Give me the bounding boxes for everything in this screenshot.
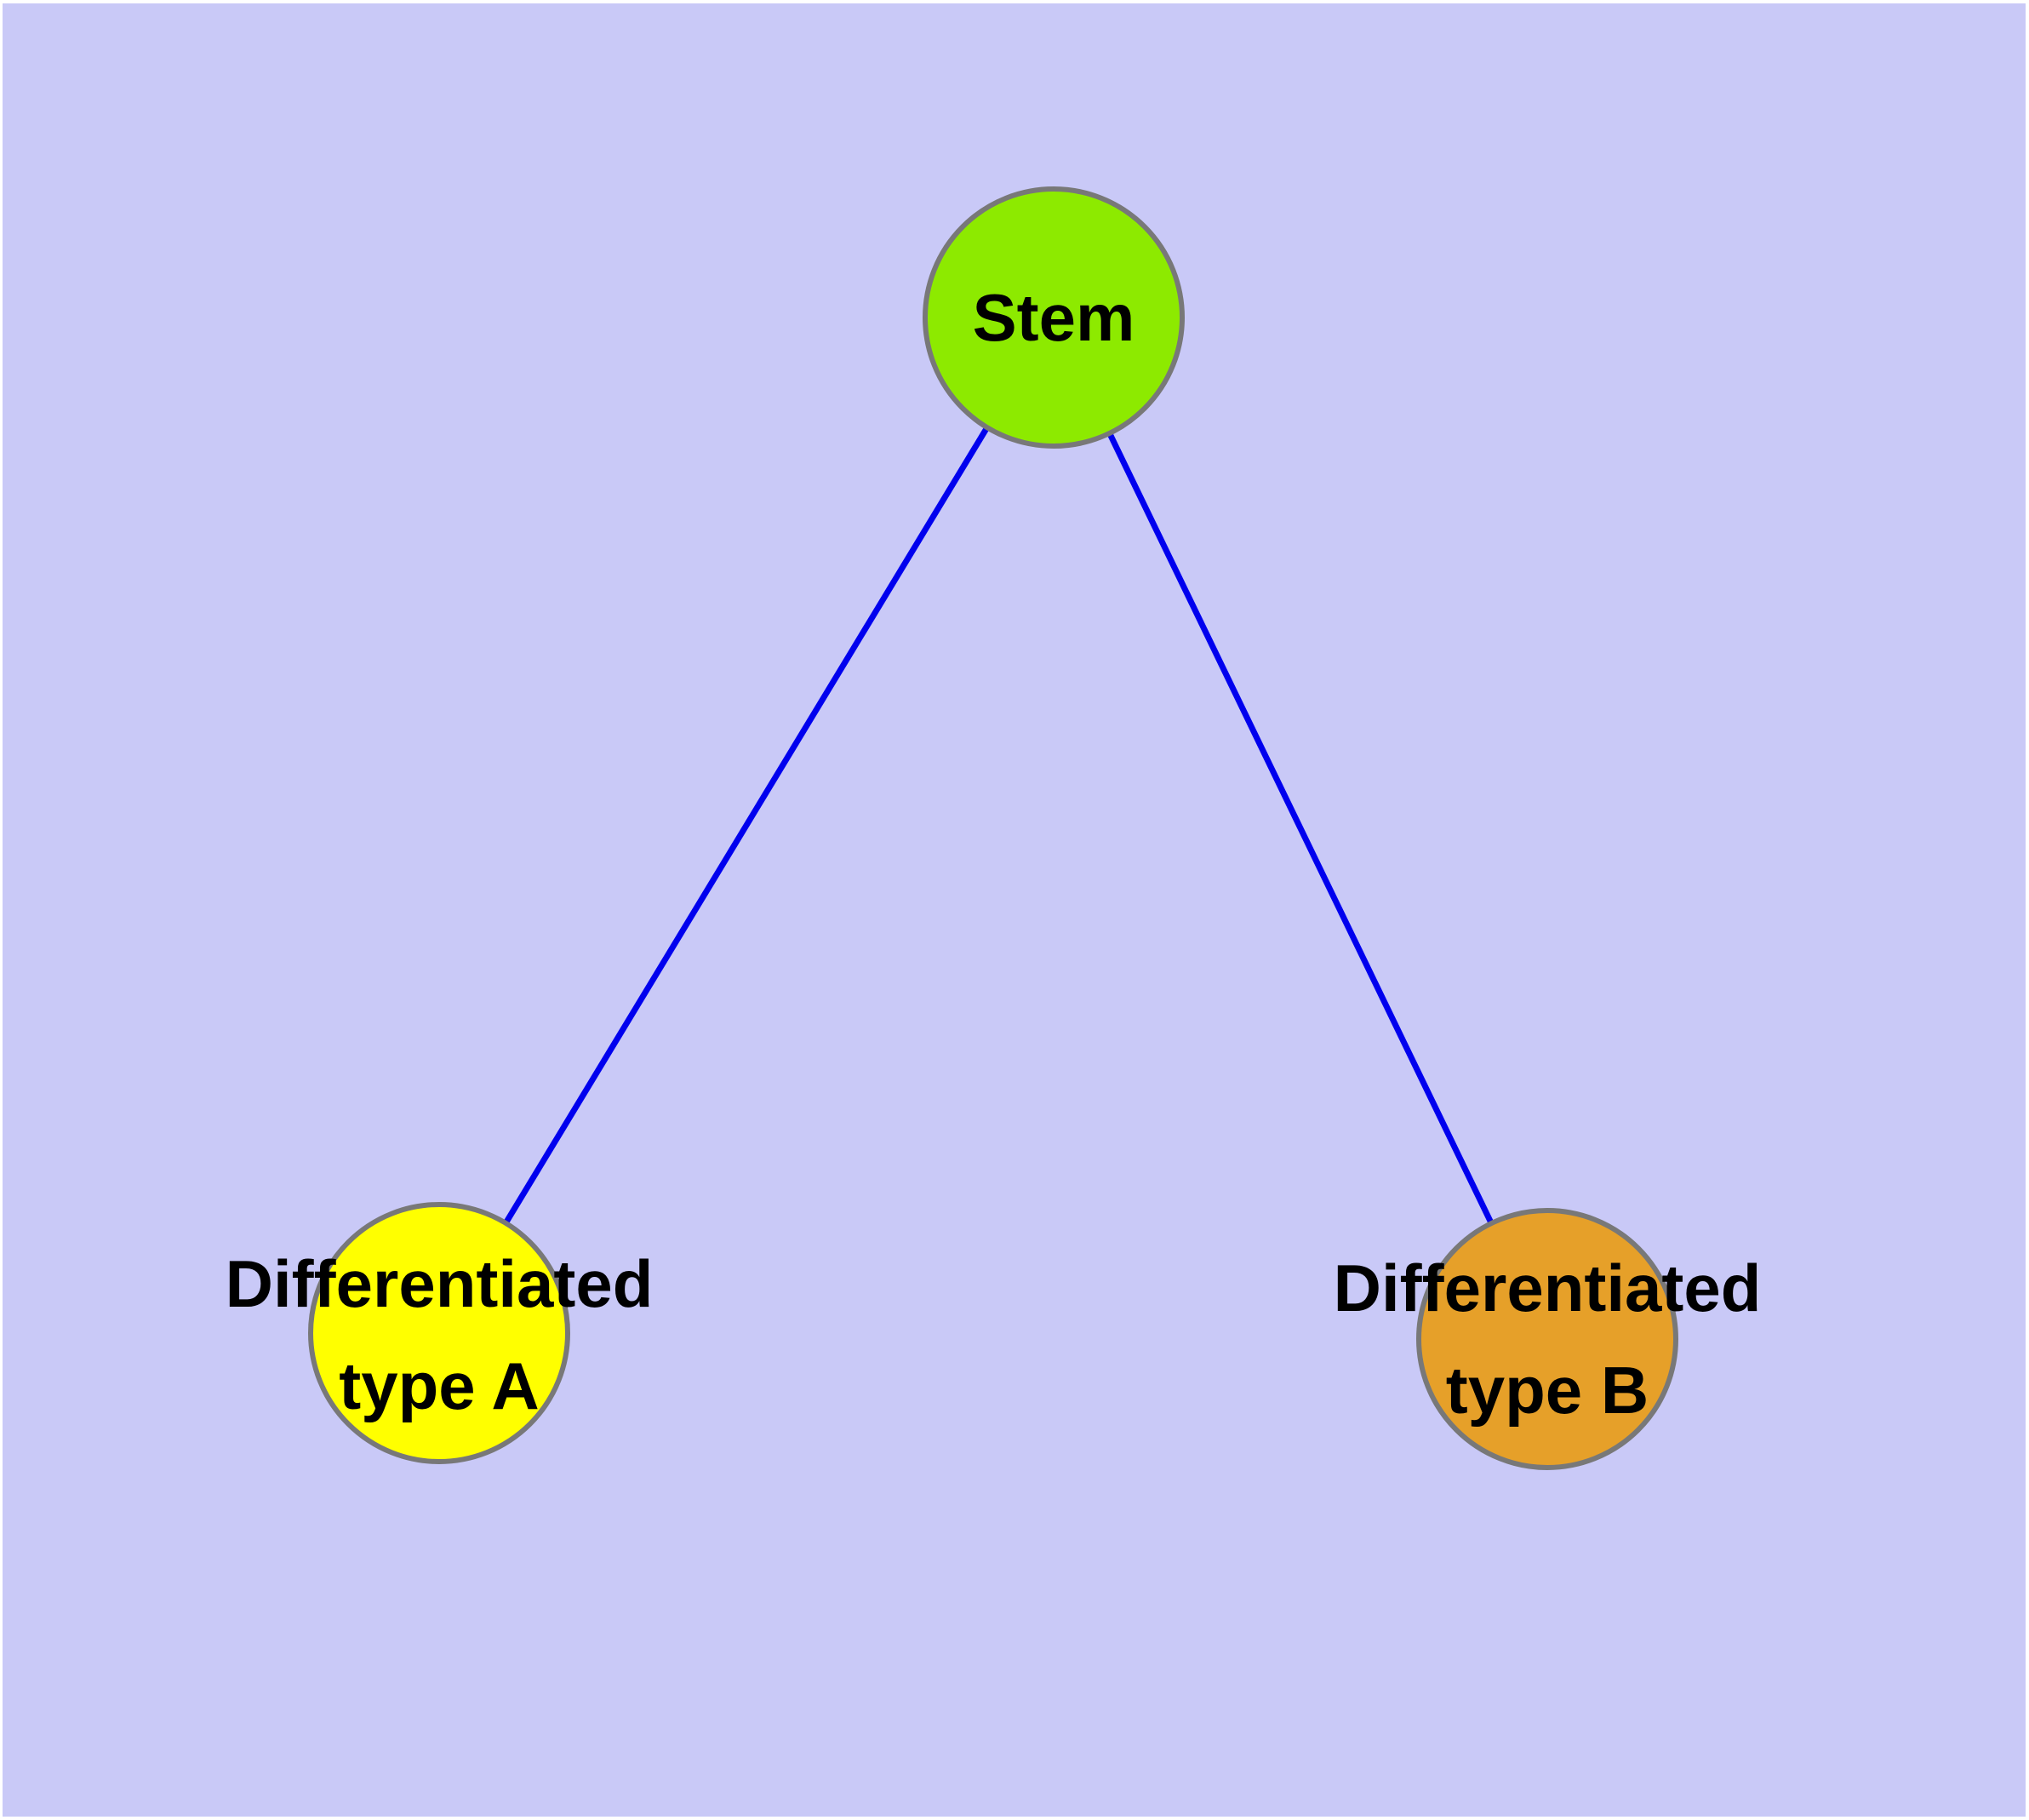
node-label-type-a-line-1: Differentiated: [225, 1246, 654, 1321]
edge-stem-to-type-b: [1050, 316, 1551, 1341]
node-label-type-a-line-2: type A: [339, 1348, 540, 1423]
node-label-type-b-line-2: type B: [1445, 1353, 1649, 1428]
node-differentiated-type-b: [1416, 1208, 1678, 1470]
node-differentiated-type-a: [308, 1202, 570, 1464]
node-label-type-b-line-1: Differentiated: [1333, 1251, 1762, 1325]
node-label-differentiated-type-b: Differentiated type B: [1334, 1237, 1762, 1441]
node-label-stem-line-1: Stem: [972, 280, 1135, 355]
node-label-stem: Stem: [973, 266, 1135, 369]
node-stem: [923, 186, 1185, 449]
node-label-differentiated-type-a: Differentiated type A: [226, 1233, 654, 1437]
edge-stem-to-type-a: [437, 316, 1056, 1335]
